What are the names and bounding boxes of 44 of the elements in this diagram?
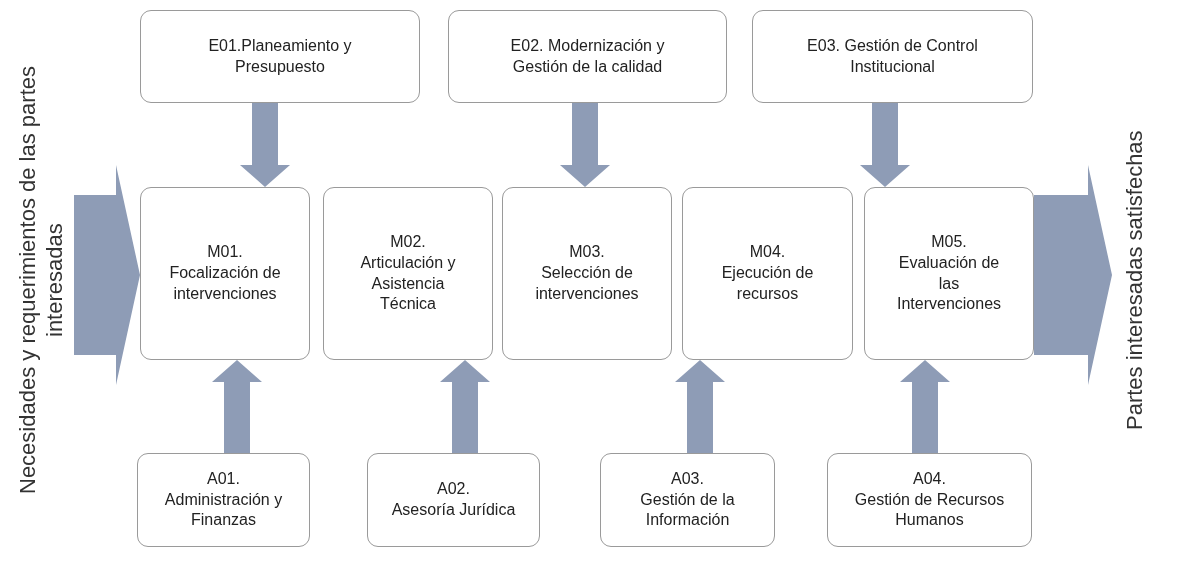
- block-arrow: [212, 360, 262, 453]
- block-arrow: [900, 360, 950, 453]
- box-text: A04.: [913, 468, 946, 489]
- box-text: A03.: [671, 468, 704, 489]
- box-text: M01.: [207, 242, 243, 263]
- process-box: [140, 10, 420, 103]
- process-box: [864, 187, 1034, 360]
- block-arrow: [860, 103, 910, 187]
- box-text: M03.: [569, 242, 605, 263]
- block-arrow: [675, 360, 725, 453]
- box-text: M02.: [390, 231, 426, 252]
- block-arrow: [1034, 165, 1112, 385]
- side-label: Partes interesadas satisfechas: [1121, 130, 1149, 430]
- box-text: Articulación y Asistencia Técnica: [359, 252, 457, 315]
- box-text: Focalización de intervenciones: [168, 263, 282, 304]
- box-text: A02.: [437, 479, 470, 500]
- process-box: [600, 453, 775, 547]
- box-text: E01.Planeamiento y Presupuesto: [207, 35, 353, 77]
- process-box: [827, 453, 1032, 547]
- box-text: Administración y Finanzas: [163, 489, 284, 531]
- process-box: [137, 453, 310, 547]
- box-text: Asesoría Jurídica: [391, 500, 516, 520]
- process-box: [367, 453, 540, 547]
- side-label: Necesidades y requerimientos de las partes interesadas: [13, 65, 68, 496]
- box-text: A01.: [207, 468, 240, 489]
- block-arrow: [240, 103, 290, 187]
- box-text: Gestión de Recursos Humanos: [853, 489, 1006, 531]
- box-text: Ejecución de recursos: [720, 263, 815, 304]
- process-box: [752, 10, 1033, 103]
- box-text: Selección de intervenciones: [534, 263, 640, 304]
- process-box: [448, 10, 727, 103]
- box-text: Gestión de la Información: [639, 489, 736, 531]
- block-arrow: [440, 360, 490, 453]
- process-box: [502, 187, 672, 360]
- process-box: [323, 187, 493, 360]
- box-text: M05.: [931, 231, 967, 252]
- process-box: [140, 187, 310, 360]
- box-text: Evaluación de las Intervenciones: [895, 252, 1003, 315]
- box-text: E02. Modernización y Gestión de la calidad: [509, 35, 666, 77]
- box-text: M04.: [749, 242, 786, 263]
- block-arrow: [560, 103, 610, 187]
- block-arrow: [74, 165, 140, 385]
- process-box: [682, 187, 853, 360]
- box-text: E03. Gestión de Control Institucional: [806, 35, 979, 77]
